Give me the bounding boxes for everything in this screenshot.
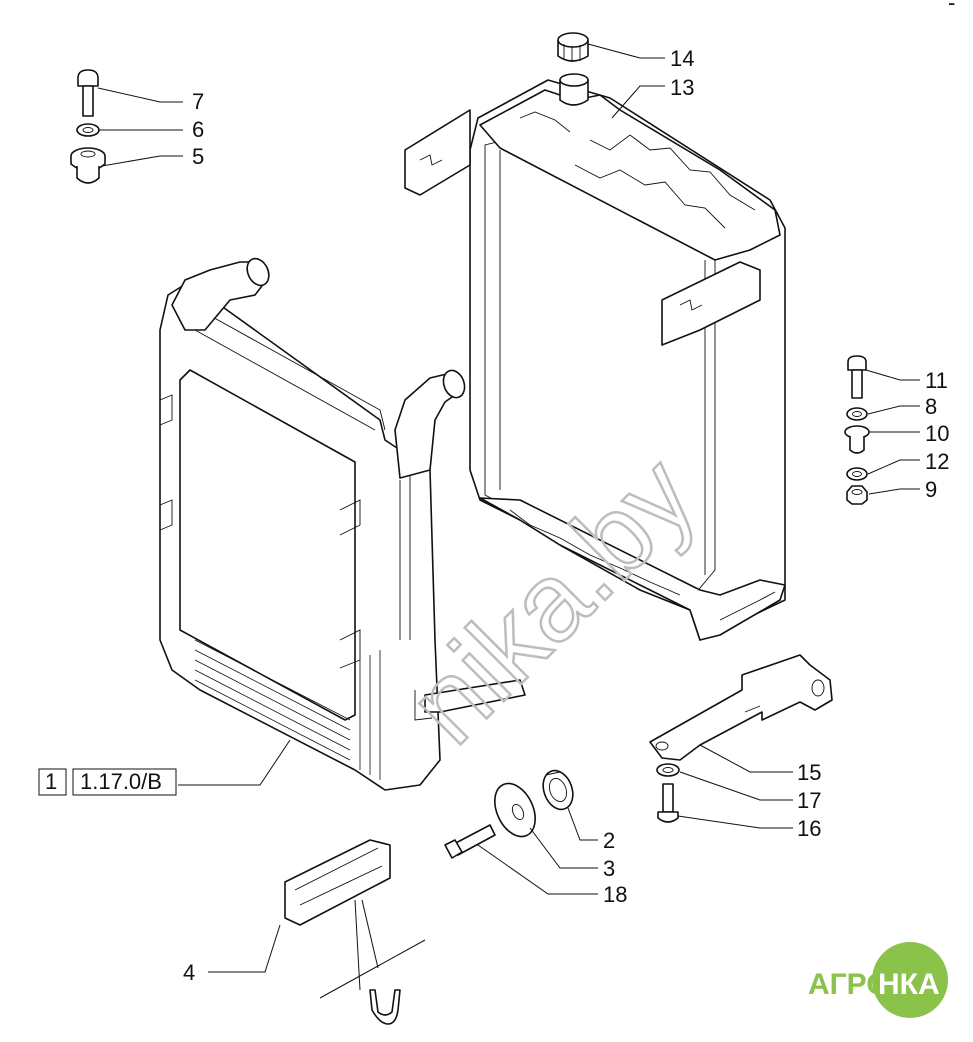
callout-15: 15 — [797, 760, 821, 785]
callout-8: 8 — [925, 394, 937, 419]
reference-index: 1 — [45, 769, 57, 794]
washer-8-drawing — [846, 407, 868, 421]
bolt-11-drawing — [847, 355, 867, 399]
washer-3-drawing — [494, 782, 536, 838]
logo-badge — [872, 942, 948, 1018]
callout-3: 3 — [603, 856, 615, 881]
callout-2: 2 — [603, 828, 615, 853]
cooler-assembly-drawing — [159, 257, 526, 791]
callout-labels: 7 6 5 14 13 11 8 10 12 9 15 17 16 2 3 18… — [183, 46, 949, 985]
callout-10: 10 — [925, 421, 949, 446]
agronika-logo: АГРО НКА — [808, 942, 948, 1018]
bushing-10-drawing — [844, 425, 870, 454]
logo-text-right: НКА — [878, 968, 940, 1001]
callout-13: 13 — [670, 75, 694, 100]
corner-mark: - — [948, 0, 955, 15]
callout-18: 18 — [603, 882, 627, 907]
logo-text-left: АГРО — [808, 968, 890, 1001]
cap-14-drawing — [557, 32, 589, 62]
callout-12: 12 — [925, 449, 949, 474]
callout-4: 4 — [183, 960, 195, 985]
bolt-16-drawing — [657, 783, 679, 823]
callout-7: 7 — [192, 89, 204, 114]
leader-lines — [97, 43, 920, 999]
callout-5: 5 — [192, 144, 204, 169]
radiator-drawing — [404, 73, 786, 641]
washer-12-drawing — [846, 467, 868, 481]
callout-6: 6 — [192, 117, 204, 142]
washer-6-drawing — [76, 123, 100, 137]
bushing-5-drawing — [70, 147, 106, 184]
nut-9-drawing — [846, 485, 868, 505]
reference-code: 1.17.0/B — [80, 769, 162, 794]
bolt-18-drawing — [444, 824, 496, 859]
callout-9: 9 — [925, 477, 937, 502]
reference-box: 1 1.17.0/B — [38, 768, 177, 796]
callout-16: 16 — [797, 816, 821, 841]
bracket-15-drawing — [649, 654, 833, 761]
callout-17: 17 — [797, 788, 821, 813]
callout-14: 14 — [670, 46, 694, 71]
washer-17-drawing — [656, 763, 680, 777]
bolt-7-drawing — [77, 69, 99, 117]
bushing-2-drawing — [542, 769, 574, 811]
callout-11: 11 — [925, 368, 948, 393]
channel-4-drawing — [284, 839, 401, 1025]
